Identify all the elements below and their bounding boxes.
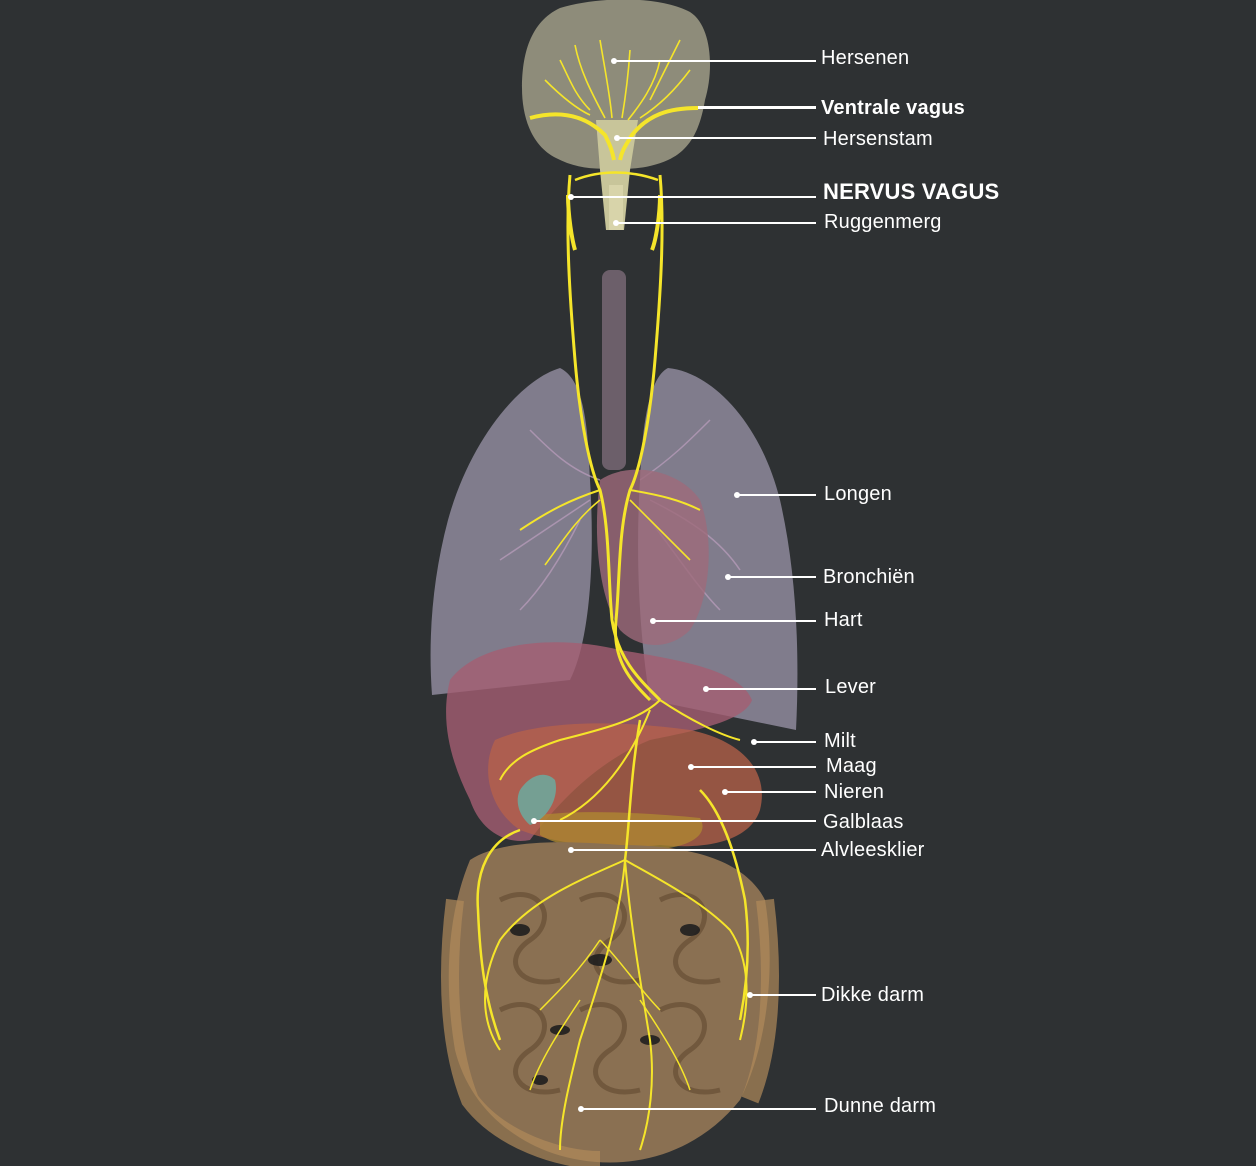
label-milt: Milt <box>824 730 856 752</box>
label-maag: Maag <box>826 755 877 777</box>
label-bronchien: Bronchiën <box>823 566 915 588</box>
leader-line <box>754 741 816 743</box>
label-longen: Longen <box>824 483 892 505</box>
label-hart: Hart <box>824 609 863 631</box>
leader-line <box>750 994 816 996</box>
leader-line <box>728 576 816 578</box>
label-dikke-darm: Dikke darm <box>821 984 925 1006</box>
label-ruggenmerg: Ruggenmerg <box>824 211 942 233</box>
leader-line <box>737 494 816 496</box>
leader-line <box>698 106 816 109</box>
label-galblaas: Galblaas <box>823 811 904 833</box>
label-dunne-darm: Dunne darm <box>824 1095 937 1117</box>
large-intestine <box>441 898 601 1166</box>
gallbladder <box>517 774 556 825</box>
leader-line <box>706 688 816 690</box>
label-hersenstam: Hersenstam <box>823 128 933 150</box>
label-nervus-vagus: NERVUS VAGUS <box>823 179 1000 204</box>
leader-line <box>614 60 816 62</box>
leader-line <box>653 620 816 622</box>
leader-line <box>725 791 816 793</box>
leader-line <box>691 766 816 768</box>
leader-line <box>617 137 816 139</box>
leader-line <box>571 849 816 851</box>
leader-line <box>616 222 816 224</box>
vagus-nerve <box>476 171 749 1151</box>
label-hersenen: Hersenen <box>821 47 910 69</box>
brain <box>522 0 711 230</box>
label-lever: Lever <box>825 676 877 698</box>
leader-line <box>571 196 816 198</box>
brainstem <box>596 120 638 230</box>
trachea <box>602 270 626 470</box>
leader-line <box>534 820 816 822</box>
label-nieren: Nieren <box>824 781 885 803</box>
intestines <box>441 842 779 1166</box>
leader-line <box>581 1108 816 1110</box>
label-alvleesklier: Alvleesklier <box>821 839 925 861</box>
label-ventrale-vagus: Ventrale vagus <box>821 97 965 119</box>
